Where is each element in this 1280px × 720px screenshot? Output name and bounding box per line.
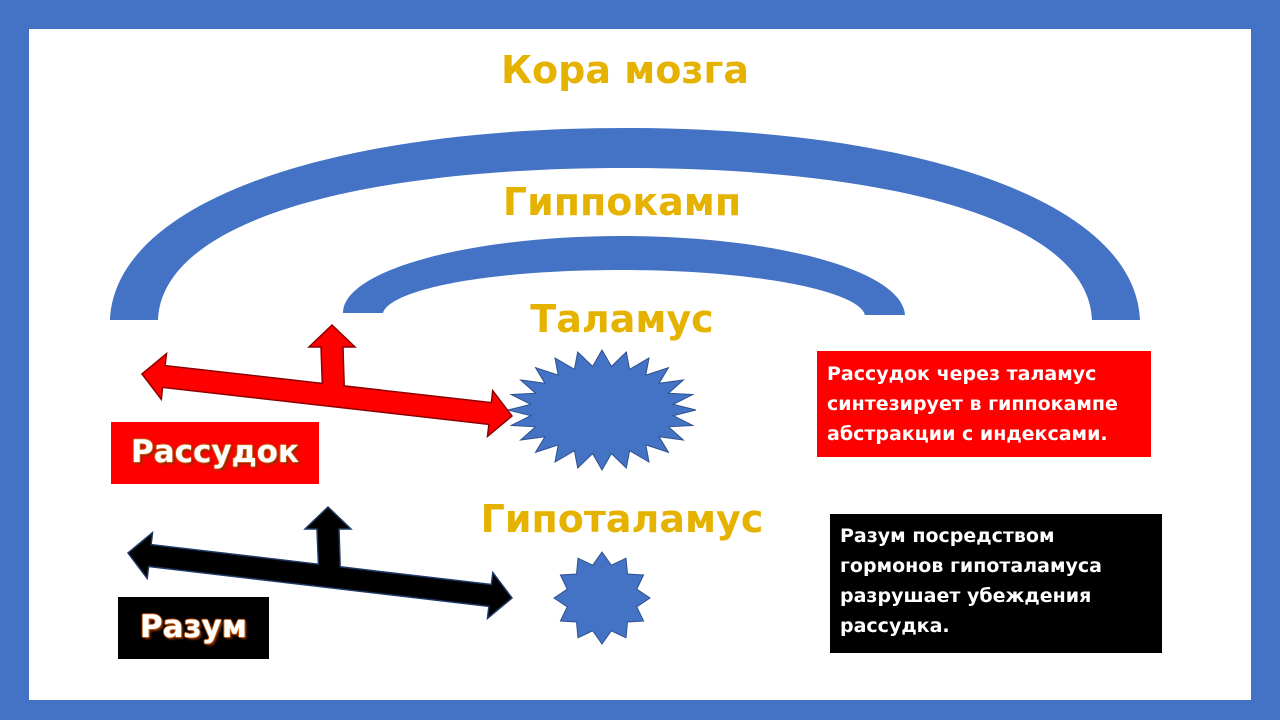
mind-arrow: [126, 505, 514, 621]
mind-note-line: рассудка.: [840, 615, 950, 637]
reason-note-line: абстракции с индексами.: [827, 423, 1108, 445]
mind-note-line: разрушает убеждения: [840, 585, 1092, 607]
hippocampus-title: Гиппокамп: [502, 180, 742, 224]
cortex-arc: [110, 128, 1140, 320]
thalamus-title: Таламус: [530, 297, 714, 341]
reason-note-line: синтезирует в гиппокампе: [827, 393, 1118, 415]
reason-arrow: [140, 323, 514, 439]
hippocampus-arc: [343, 236, 905, 315]
reason-label: Рассудок: [111, 422, 319, 484]
cortex-title: Кора мозга: [501, 48, 749, 92]
mind-note-line: гормонов гипоталамуса: [840, 555, 1102, 577]
thalamus-star: [507, 348, 697, 472]
mind-label: Разум: [118, 597, 269, 659]
hypothalamus-title: Гипоталамус: [480, 497, 764, 541]
reason-note-line: Рассудок через таламус: [827, 363, 1097, 385]
mind-note-line: Разум посредством: [840, 525, 1055, 547]
hypothalamus-star: [553, 551, 651, 645]
mind-note: Разум посредством гормонов гипоталамуса …: [830, 514, 1162, 653]
reason-note: Рассудок через таламус синтезирует в гип…: [817, 351, 1151, 457]
